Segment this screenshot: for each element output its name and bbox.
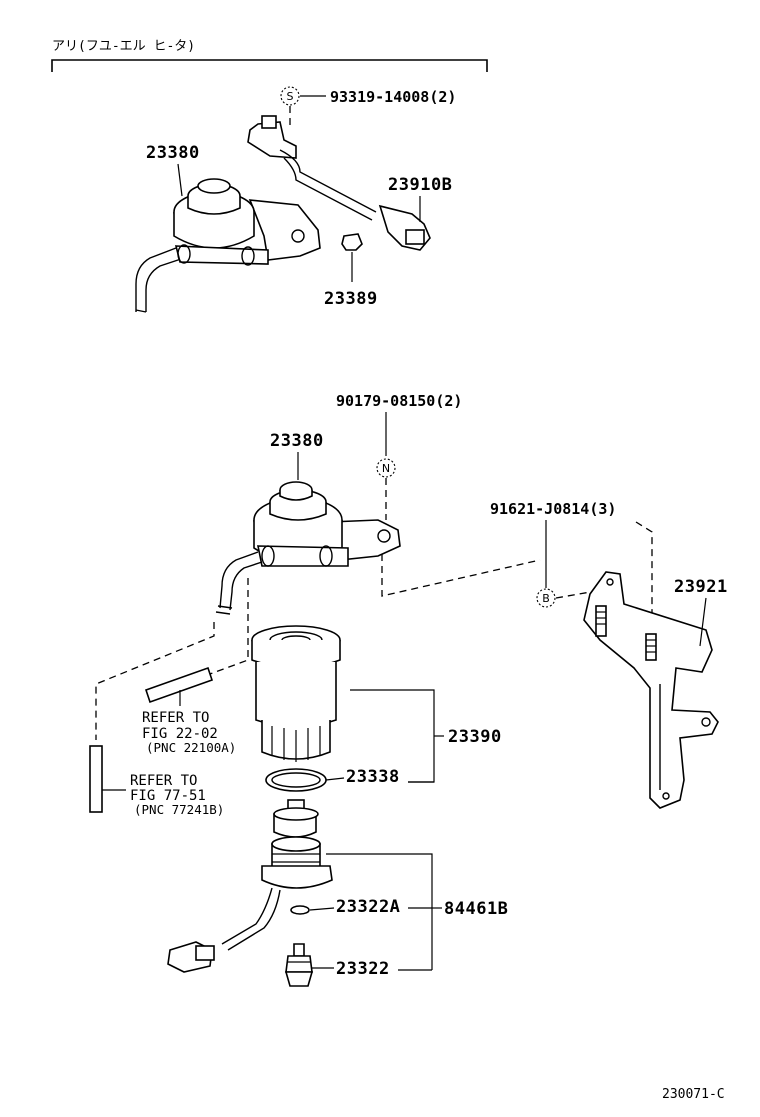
label-23910b: 23910B [388,175,452,195]
part-23390: 23390 [251,625,502,783]
label-23322: 23322 [336,959,390,979]
symbol-b: B [542,592,550,605]
dash-to-ref1 [209,578,249,675]
label-23389: 23389 [324,289,378,309]
part-23322: 23322 [284,943,432,987]
symbol-s-circle [280,86,300,106]
svg-text:(PNC 77241B): (PNC 77241B) [134,802,224,817]
label-84461b: 84461B [444,899,508,919]
svg-text:REFER TO: REFER TO [130,773,197,789]
part-84461b [167,799,433,973]
svg-text:FIG 22-02: FIG 22-02 [142,726,218,742]
header-bracket [51,59,488,72]
symbol-s: S [287,90,294,103]
label-23390: 23390 [448,727,502,747]
label-23338: 23338 [346,767,400,787]
label-23380-mid: 23380 [270,431,324,451]
svg-text:(PNC 22100A): (PNC 22100A) [146,740,236,755]
part-23322a: 23322A [290,897,432,917]
svg-text:FIG 77-51: FIG 77-51 [130,788,206,804]
label-93319-14008: 93319-14008(2) [330,88,456,106]
callout-84461b: 84461B [432,899,508,919]
part-23389: 23389 [324,233,378,309]
part-23910b: 23910B [247,115,452,251]
part-23380-top: 23380 [135,143,321,313]
header-label: アリ(フユ-エル ヒ-タ) [52,39,195,54]
dash-to-ref2 [95,622,215,740]
part-23921: 23921 [583,571,728,809]
callout-90179: 90179-08150(2) N [336,392,541,597]
part-23380-mid: 23380 [215,431,401,615]
label-91621-j0814: 91621-J0814(3) [490,500,616,518]
figure-code: 230071-C [662,1087,725,1102]
callout-91621: 91621-J0814(3) B [490,500,653,628]
symbol-n: N [382,462,390,475]
label-23921: 23921 [674,577,728,597]
part-23338: 23338 [265,767,434,792]
svg-text:REFER TO: REFER TO [142,710,209,726]
label-23322a: 23322A [336,897,400,917]
label-23380-top: 23380 [146,143,200,163]
ref-fig-77-51: REFER TO FIG 77-51 (PNC 77241B) [89,745,224,817]
label-90179-08150: 90179-08150(2) [336,392,462,410]
callout-93319: S 93319-14008(2) [280,86,456,130]
symbol-n-circle [376,458,396,478]
ref-fig-22-02: REFER TO FIG 22-02 (PNC 22100A) [142,666,236,755]
symbol-b-circle [536,588,556,608]
